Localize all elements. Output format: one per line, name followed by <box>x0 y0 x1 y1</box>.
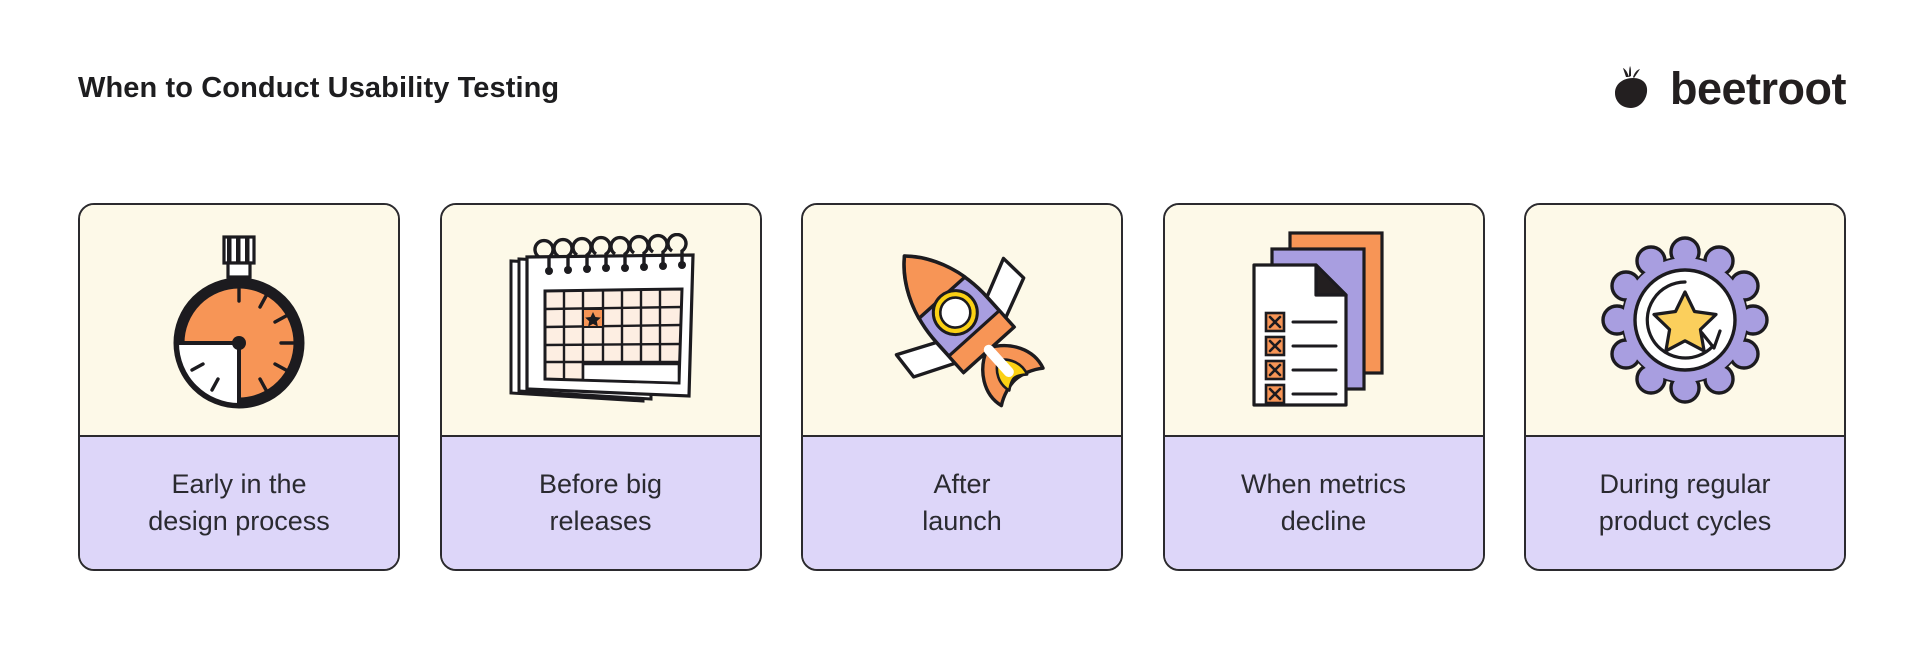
calendar-icon <box>493 232 708 408</box>
card-label: During regular product cycles <box>1526 437 1844 569</box>
card-art <box>80 205 398 437</box>
card-art <box>1164 205 1483 437</box>
card-during-regular-product-cycles[interactable]: During regular product cycles <box>1524 203 1846 571</box>
card-label: When metrics decline <box>1164 437 1483 569</box>
card-before-big-releases[interactable]: Before big releases <box>439 203 762 571</box>
documents-checklist-icon <box>1244 225 1404 415</box>
card-early-design-process[interactable]: Early in the design process <box>78 203 400 571</box>
card-label: After launch <box>803 437 1121 569</box>
beet-icon <box>1610 65 1656 111</box>
card-when-metrics-decline[interactable]: When metrics decline <box>1162 203 1485 571</box>
quality-badge-cycle-icon <box>1595 230 1775 410</box>
card-row: Early in the design process <box>78 203 1846 571</box>
logo-wordmark: beetroot <box>1670 62 1847 114</box>
card-art <box>441 205 760 437</box>
card-after-launch[interactable]: After launch <box>801 203 1123 571</box>
page-title: When to Conduct Usability Testing <box>78 71 560 104</box>
card-art <box>803 205 1121 437</box>
rocket-icon <box>862 228 1062 413</box>
header: When to Conduct Usability Testing beetro… <box>78 60 1847 116</box>
card-label: Early in the design process <box>80 437 398 569</box>
card-art <box>1526 205 1844 437</box>
stopwatch-icon <box>154 225 324 415</box>
brand-logo: beetroot <box>1610 62 1847 114</box>
card-label: Before big releases <box>441 437 760 569</box>
